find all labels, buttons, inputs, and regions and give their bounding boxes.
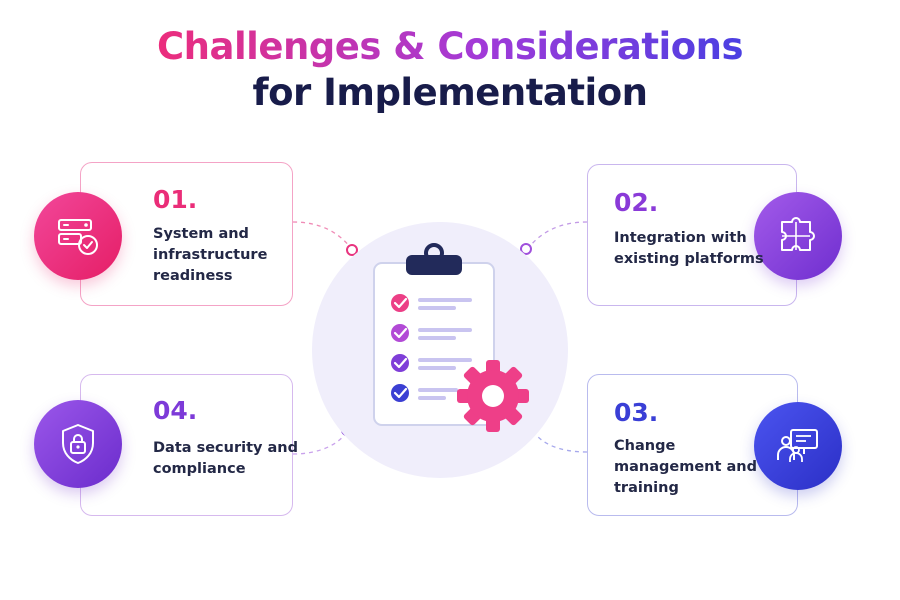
badge-03: [754, 402, 842, 490]
page-title: Challenges & Considerations for Implemen…: [0, 24, 900, 116]
puzzle-icon: [781, 217, 815, 251]
badge-02: [754, 192, 842, 280]
connector-dot-1: [346, 244, 358, 256]
item-text-03: Change management and training: [614, 438, 757, 496]
item-number-01: 01.: [153, 185, 198, 214]
server-check-icon: [58, 219, 98, 255]
item-text-01: System and infrastructure readiness: [153, 226, 268, 284]
item-text-02: Integration with existing platforms: [614, 230, 764, 267]
item-number-03: 03.: [614, 398, 659, 427]
badge-04: [34, 400, 122, 488]
item-number-04: 04.: [153, 396, 198, 425]
connector-dot-2: [520, 243, 532, 255]
clipboard-checklist-gear-icon: [373, 243, 529, 432]
title-line-1: Challenges & Considerations: [157, 25, 743, 68]
item-number-02: 02.: [614, 188, 659, 217]
gear-icon: [457, 360, 529, 432]
badge-01: [34, 192, 122, 280]
card-01: [80, 162, 293, 306]
presentation-icon: [777, 429, 818, 462]
shield-lock-icon: [62, 424, 94, 464]
item-text-04: Data security and compliance: [153, 440, 299, 477]
title-line-2: for Implementation: [252, 71, 648, 114]
